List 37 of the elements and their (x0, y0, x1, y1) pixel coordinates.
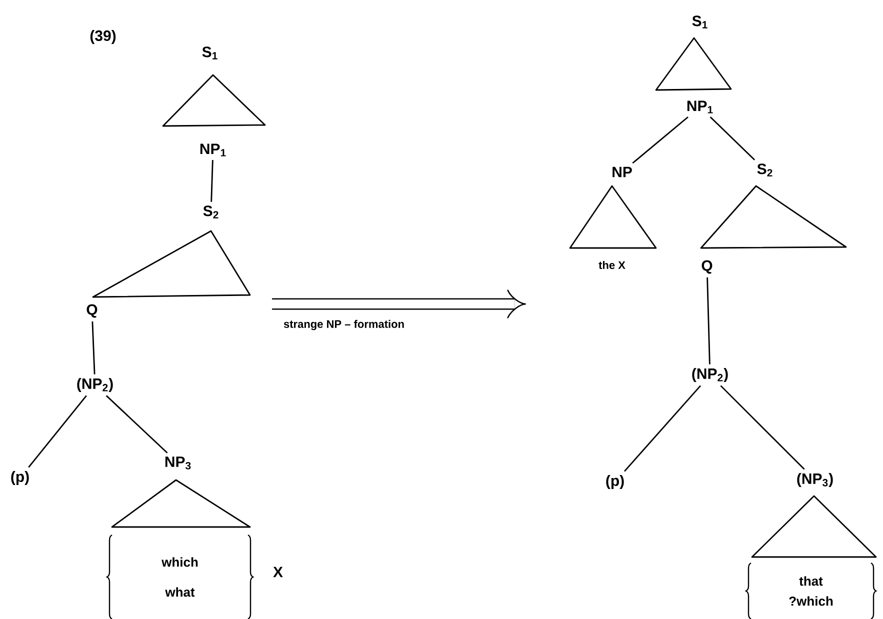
node-label: (p) (606, 475, 624, 489)
node-label: NP$_{3}$ (165, 456, 191, 470)
tree-branch (706, 277, 710, 364)
subtree-triangle (92, 230, 251, 298)
node-label: (NP$_{2}$) (77, 378, 113, 392)
node-label: S$_{1}$ (692, 16, 708, 28)
bracketed-words: that ?which (745, 562, 877, 619)
node-label: Q (702, 260, 712, 274)
subtree-triangle (162, 74, 266, 127)
tree-branch (210, 160, 214, 202)
node-label: NP$_{1}$ (687, 100, 713, 114)
example-number: (39) (90, 30, 116, 44)
subtree-triangle (751, 495, 877, 558)
tree-branch (624, 385, 702, 472)
rule-label: strange NP – formation (284, 320, 404, 330)
tree-branch (710, 116, 756, 160)
node-label: S$_{2}$ (203, 206, 218, 218)
node-label: S$_{1}$ (202, 46, 218, 60)
node-label: (NP$_{3}$) (797, 473, 833, 487)
node-label: (NP$_{2}$) (692, 368, 728, 382)
bracketed-words: which what (106, 534, 254, 619)
subtree-triangle (655, 37, 732, 91)
subtree-triangle (700, 185, 847, 249)
tree-branch (720, 385, 805, 470)
tree-branch (632, 116, 688, 164)
node-label: (p) (11, 471, 29, 485)
tree-branch (106, 395, 168, 454)
tree-branch (92, 321, 96, 374)
tree-branch (28, 395, 87, 468)
node-label: the X (598, 260, 626, 270)
node-label: NP$_{1}$ (200, 144, 226, 156)
node-label: S$_{2}$ (757, 164, 772, 176)
subtree-triangle (111, 479, 251, 528)
node-label: Q (86, 304, 98, 318)
node-label: NP (612, 166, 632, 178)
subtree-triangle (569, 185, 657, 249)
node-label: X (273, 566, 283, 578)
